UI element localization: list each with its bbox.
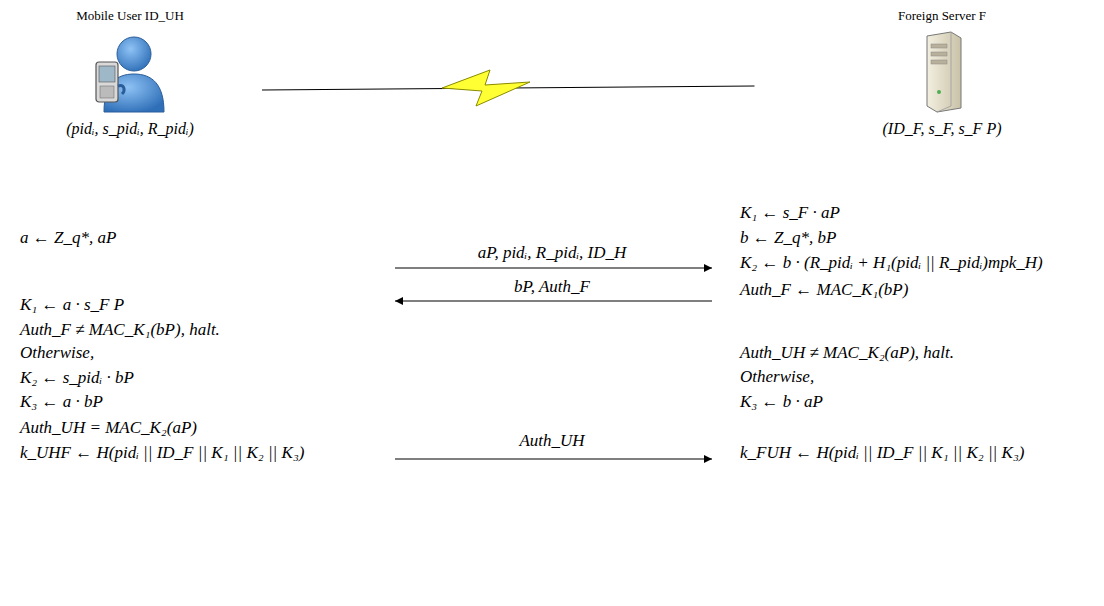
server-icon: [917, 28, 967, 114]
message-arrow: [395, 267, 712, 268]
message-arrow: [395, 300, 712, 301]
computation-step: Auth_F ≠ MAC_K₁(bP), halt.: [20, 320, 220, 340]
mobile-user-icon: [90, 28, 170, 114]
lightning-bolt: [442, 70, 530, 106]
server-node: Foreign Server F (ID_F, s_F, s_F P): [875, 8, 1010, 138]
computation-step: k_UHF ← H(pidᵢ || ID_F || K₁ || K₂ || K₃…: [20, 443, 304, 463]
computation-step: K₂ ← s_pidᵢ · bP: [20, 368, 134, 388]
message-label: bP, Auth_F: [514, 277, 590, 297]
party-credentials: (ID_F, s_F, s_F P): [875, 120, 1010, 138]
computation-step: Otherwise,: [20, 343, 94, 363]
message-label: Auth_UH: [519, 431, 584, 451]
computation-step: K₁ ← a · s_F P: [20, 295, 124, 315]
message-label: aP, pidᵢ, R_pidᵢ, ID_H: [478, 243, 627, 263]
computation-step: K₃ ← b · aP: [740, 392, 823, 412]
computation-step: a ← Z_q*, aP: [20, 228, 116, 248]
computation-step: Auth_UH = MAC_K₂(aP): [20, 418, 197, 438]
computation-step: K₁ ← s_F · aP: [740, 203, 840, 223]
computation-step: Auth_UH ≠ MAC_K₂(aP), halt.: [740, 343, 954, 363]
message-arrow: [395, 458, 712, 459]
computation-step: k_FUH ← H(pidᵢ || ID_F || K₁ || K₂ || K₃…: [740, 443, 1024, 463]
computation-step: K₃ ← a · bP: [20, 392, 103, 412]
party-credentials: (pidᵢ, s_pidᵢ, R_pidᵢ): [58, 120, 202, 138]
computation-step: Auth_F ← MAC_K₁(bP): [740, 280, 908, 300]
computation-step: b ← Z_q*, bP: [740, 228, 836, 248]
mobile-user-node: Mobile User ID_UH (pidᵢ, s_pidᵢ, R_pidᵢ): [58, 8, 202, 138]
party-heading: Mobile User ID_UH: [58, 8, 202, 24]
computation-step: Otherwise,: [740, 367, 814, 387]
party-heading: Foreign Server F: [875, 8, 1010, 24]
computation-step: K₂ ← b · (R_pidᵢ + H₁(pidᵢ || R_pidᵢ)mpk…: [740, 253, 1043, 273]
